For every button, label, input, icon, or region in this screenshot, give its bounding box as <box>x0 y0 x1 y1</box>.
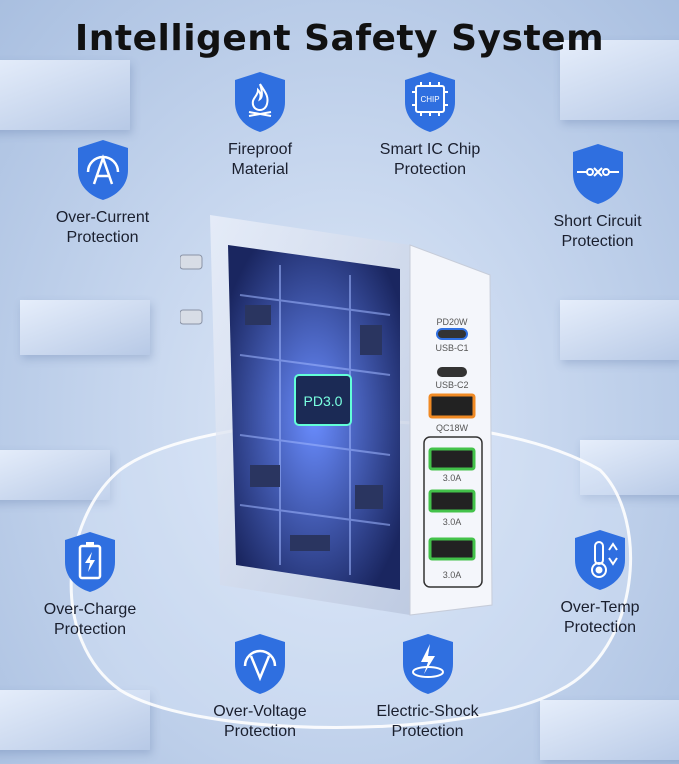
feature-label-line: Protection <box>223 723 297 740</box>
feature-label-line: Smart IC Chip <box>379 141 481 158</box>
usb-a-port-3 <box>428 537 476 561</box>
port-label-pd: PD20W <box>436 317 468 327</box>
feature-label-line: Over-Voltage <box>213 703 307 720</box>
short-circuit-icon <box>572 144 623 204</box>
feature-over-voltage: Over-Voltage Protection <box>200 632 320 742</box>
feature-label-line: Over-Charge <box>43 601 137 618</box>
feature-short-circuit: Short Circuit Protection <box>535 142 660 252</box>
feature-label-line: Protection <box>53 621 127 638</box>
feature-label-line: Over-Current <box>55 209 150 226</box>
feature-label-line: Protection <box>66 229 139 246</box>
usb-c2-port <box>437 367 467 377</box>
over-voltage-icon <box>235 634 285 694</box>
feature-label-line: Protection <box>561 233 634 250</box>
feature-label-line: Protection <box>393 161 467 178</box>
bg-tile <box>20 300 150 355</box>
bg-tile <box>560 300 679 360</box>
feature-label-line: Fireproof <box>227 141 293 158</box>
feature-label-line: Short Circuit <box>553 213 642 230</box>
port-label-usb-c2: USB-C2 <box>435 380 468 390</box>
port-label-a1: 3.0A <box>443 473 462 483</box>
qc-port <box>428 393 476 419</box>
chip-label: PD3.0 <box>304 393 343 409</box>
bg-tile <box>540 700 679 760</box>
port-label-a3: 3.0A <box>443 570 462 580</box>
usb-c1-port <box>436 328 468 340</box>
feature-over-current: Over-Current Protection <box>40 138 165 248</box>
port-label-usb-c1: USB-C1 <box>435 343 468 353</box>
usb-a-port-1 <box>428 447 476 471</box>
bg-tile <box>0 60 130 130</box>
feature-label-line: Protection <box>563 619 637 636</box>
chip-icon-text: CHIP <box>420 95 439 104</box>
feature-smart-ic: CHIP Smart IC Chip Protection <box>360 70 500 180</box>
port-label-a2: 3.0A <box>443 517 462 527</box>
feature-label-line: Over-Temp <box>560 599 640 616</box>
page-title: Intelligent Safety System <box>74 18 605 59</box>
charger-illustration: PD3.0 PD20W USB-C1 USB-C2 QC18W 3.0A 3.0… <box>180 215 493 616</box>
feature-label-line: Protection <box>391 723 464 740</box>
feature-over-temp: Over-Temp Protection <box>540 528 660 638</box>
bg-tile <box>560 40 679 120</box>
thermometer-icon <box>575 530 625 590</box>
port-label-qc: QC18W <box>436 423 469 433</box>
bg-tile <box>0 690 150 750</box>
flame-icon <box>235 72 285 132</box>
feature-over-charge: Over-Charge Protection <box>30 530 150 640</box>
feature-electric-shock: Electric-Shock Protection <box>360 632 495 742</box>
feature-fireproof: Fireproof Material <box>200 70 320 180</box>
usb-a-port-2 <box>428 489 476 513</box>
over-current-icon <box>77 140 128 200</box>
chip-icon: CHIP <box>405 72 455 132</box>
bg-tile <box>0 450 110 500</box>
feature-label-line: Electric-Shock <box>376 703 479 720</box>
battery-icon <box>65 532 115 592</box>
electric-shock-icon <box>402 634 453 694</box>
feature-label-line: Material <box>231 161 289 178</box>
